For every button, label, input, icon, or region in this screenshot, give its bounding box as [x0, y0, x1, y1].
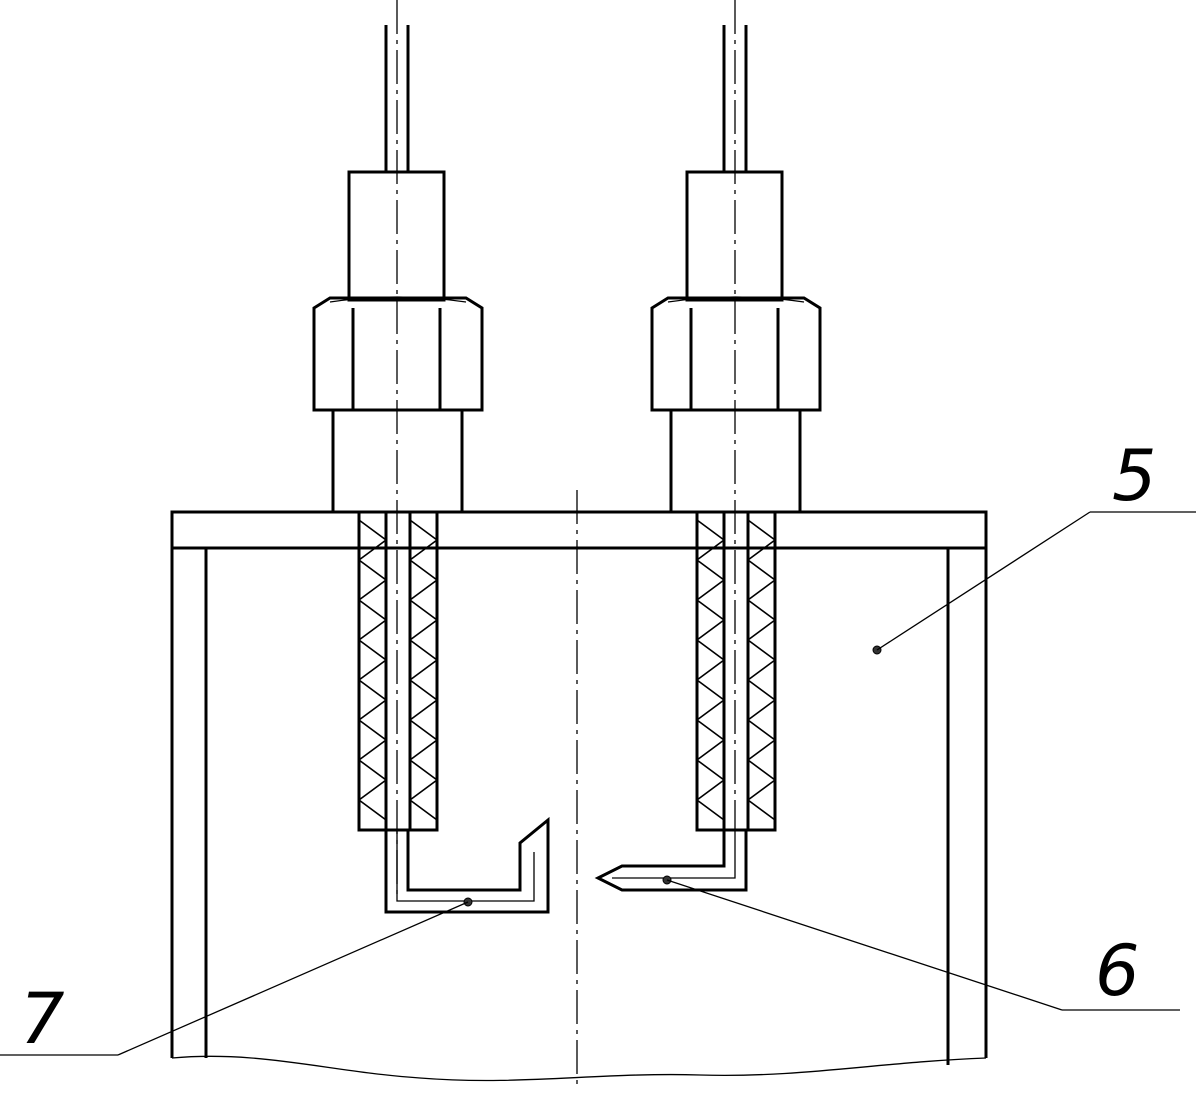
left-electrode [312, 0, 550, 914]
callout-label-7: 7 [20, 978, 65, 1060]
right-electrode [594, 0, 822, 892]
callout-6: 6 [662, 875, 1180, 1012]
callout-5: 5 [872, 435, 1196, 655]
break-line [171, 1055, 987, 1082]
callout-label-6: 6 [1095, 930, 1140, 1012]
housing [170, 510, 988, 1082]
callout-7: 7 [0, 897, 473, 1060]
callout-label-5: 5 [1112, 435, 1157, 517]
